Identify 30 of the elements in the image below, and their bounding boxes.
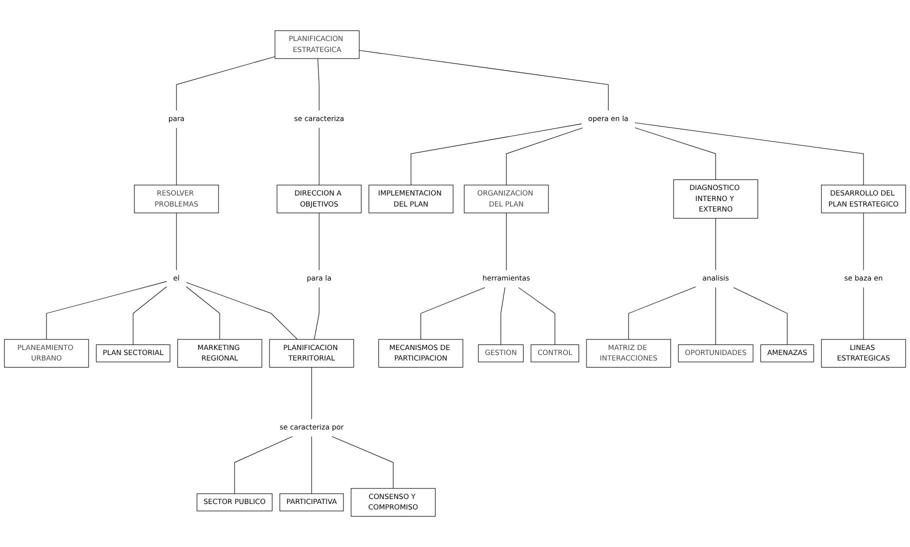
connector [186,286,220,340]
connector [314,287,320,340]
connector [311,436,312,494]
connector [311,367,312,420]
connector [715,287,716,345]
connector [518,287,556,345]
connector [132,286,167,345]
connector [634,122,864,186]
connector [318,58,320,111]
connector [186,282,298,340]
connector [500,287,506,345]
connector [318,127,320,186]
connector [332,436,394,489]
connector [634,127,716,180]
connector [506,127,584,186]
connector [733,287,788,345]
connector [506,212,507,270]
connector [358,50,609,111]
connector [420,287,486,340]
connector [863,212,864,270]
connector [176,212,177,270]
connector [234,436,293,494]
connector [715,218,716,270]
connector [863,287,864,340]
connector [46,281,167,340]
connector [176,127,177,186]
connector [318,212,320,270]
connector [176,56,276,111]
connector [410,124,582,186]
connector [628,286,696,340]
